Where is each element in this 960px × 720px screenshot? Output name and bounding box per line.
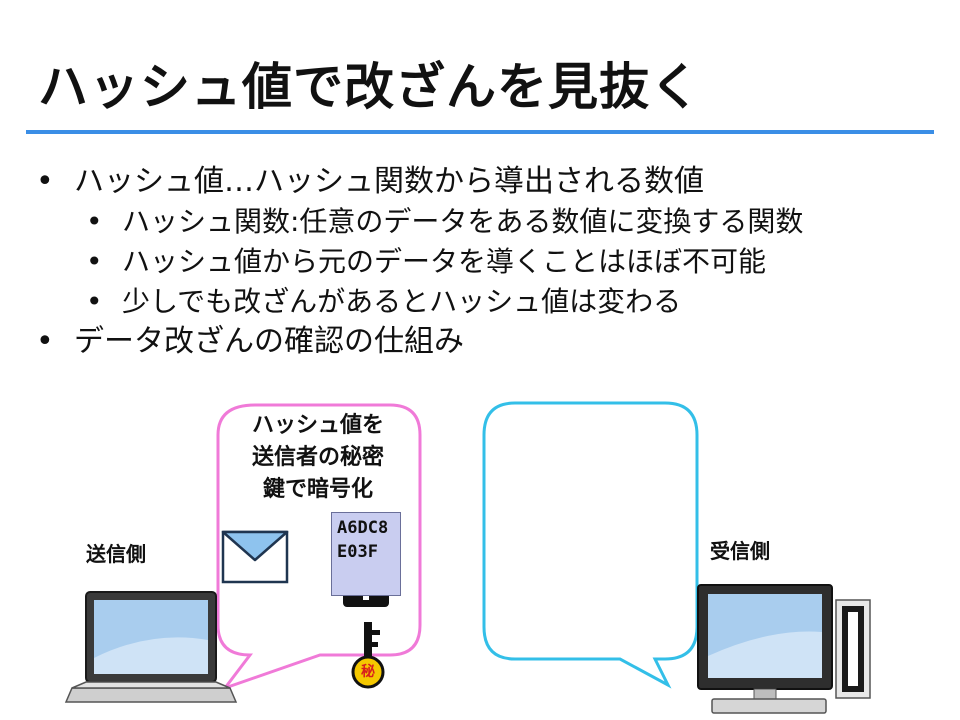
bullet-hash-value: ハッシュ値…ハッシュ関数から導出される数値 — [34, 162, 803, 202]
key-tag: 秘 — [361, 664, 375, 680]
sender-laptop-icon — [64, 591, 238, 703]
sender-bubble-line: ハッシュ値を — [251, 413, 384, 438]
hash-value-text: A6DC8 E03F — [337, 518, 389, 562]
sender-bubble-line: 鍵で暗号化 — [262, 477, 373, 502]
title-underline — [26, 130, 934, 134]
secret-key-icon — [351, 622, 385, 689]
sender-bubble-text: ハッシュ値を 送信者の秘密 鍵で暗号化 — [226, 410, 410, 506]
receiver-label: 受信側 — [710, 539, 770, 563]
bullet-list: ハッシュ値…ハッシュ関数から導出される数値 ハッシュ関数:任意のデータをある数値… — [34, 162, 803, 362]
receiver-desktop-icon — [697, 584, 871, 714]
envelope-icon — [221, 530, 289, 584]
bullet-hash-function: ハッシュ関数:任意のデータをある数値に変換する関数 — [34, 202, 803, 242]
sender-bubble-line: 送信者の秘密 — [251, 445, 384, 470]
bullet-irreversible: ハッシュ値から元のデータを導くことはほぼ不可能 — [34, 242, 803, 282]
sender-speech-bubble — [216, 403, 422, 692]
bullet-tamper-check: データ改ざんの確認の仕組み — [34, 322, 803, 362]
sender-label: 送信側 — [86, 542, 146, 566]
receiver-speech-bubble — [482, 401, 699, 689]
hash-value-card — [331, 512, 401, 596]
bullet-tamper-changes: 少しでも改ざんがあるとハッシュ値は変わる — [34, 282, 803, 322]
slide-title: ハッシュ値で改ざんを見抜く — [38, 58, 701, 116]
